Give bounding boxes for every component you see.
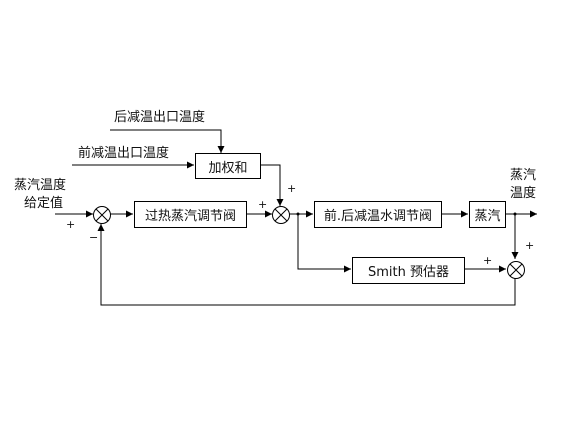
weighted-sum-block: 加权和 <box>195 153 261 179</box>
smith-predictor-block: Smith 预估器 <box>352 257 465 284</box>
line-weighted-to-sum2 <box>260 164 284 206</box>
line-branch-to-smith <box>297 214 351 273</box>
junction-dot <box>296 212 300 216</box>
summing-junction-3 <box>507 261 525 279</box>
output-label-line2: 温度 <box>510 186 537 201</box>
sign-minus-feedback: − <box>89 231 99 244</box>
summing-junction-1 <box>93 206 111 224</box>
sign-plus-output: + <box>525 239 535 252</box>
junction-dot <box>513 212 517 216</box>
sign-plus-weighted: + <box>287 182 297 195</box>
superheat-valve-block: 过热蒸汽调节阀 <box>134 201 247 228</box>
summing-junction-2 <box>272 206 290 224</box>
output-label-line1: 蒸汽 <box>510 168 537 183</box>
desuperheat-valve-block: 前.后减温水调节阀 <box>314 201 442 228</box>
front-outlet-temp-label: 前减温出口温度 <box>78 146 170 161</box>
steam-block: 蒸汽 <box>469 201 506 228</box>
rear-outlet-temp-label: 后减温出口温度 <box>114 110 206 125</box>
sign-plus-valve: + <box>258 198 268 211</box>
line-rear-temp <box>110 129 225 153</box>
line-feedback <box>97 224 516 306</box>
sign-plus-setpoint: + <box>66 218 76 231</box>
sign-plus-smith: + <box>483 254 493 267</box>
setpoint-label-line2: 给定值 <box>24 196 64 211</box>
setpoint-label-line1: 蒸汽温度 <box>14 178 67 193</box>
